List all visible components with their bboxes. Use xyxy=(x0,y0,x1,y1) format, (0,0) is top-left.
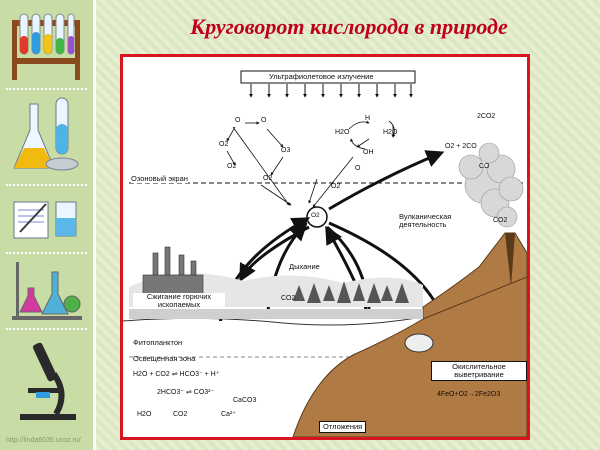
sidebar-divider xyxy=(6,184,87,186)
seafloor-slope xyxy=(292,276,527,437)
formula-o2-a: O2 xyxy=(219,141,229,148)
formula-h: H xyxy=(365,115,371,122)
puddle xyxy=(404,333,434,353)
formula-o-a: O xyxy=(235,117,241,124)
phytoplankton-label: Фитопланктон xyxy=(133,338,183,347)
factory xyxy=(142,246,204,296)
formula-co2-volcano: CO2 xyxy=(493,217,508,224)
formula-o3-a: O3 xyxy=(281,147,291,154)
formula-o2-plus-2co: O2 + 2CO xyxy=(445,143,477,150)
sidebar-divider xyxy=(6,88,87,90)
notebook-beaker-icon xyxy=(13,201,77,239)
flasks-stand-icon xyxy=(12,262,82,320)
forest xyxy=(293,281,409,303)
watermark-url: http://linda6035.ucoz.ru/ xyxy=(6,437,81,444)
equation-carbonate-2: 2HCO3⁻ ⇌ CO3²⁻ xyxy=(157,389,215,396)
formula-o2-d: O2 xyxy=(331,183,341,190)
volcano-label: Вулканическая деятельность xyxy=(399,212,452,229)
formula-caco3: CaCO3 xyxy=(233,397,257,404)
weathering-box: Окислительное выветривание xyxy=(431,361,527,381)
lit-zone-label: Освещенная зона xyxy=(133,354,196,363)
respiration-label: Дыхание xyxy=(289,262,320,271)
test-tube-rack-icon xyxy=(12,13,80,80)
volcano-smoke xyxy=(458,142,524,228)
weathering-label: Окислительное выветривание xyxy=(452,362,506,379)
uv-arrows xyxy=(249,84,413,98)
formula-h2o-a: H2O xyxy=(335,129,350,136)
oh-cycle-arrows xyxy=(348,120,396,150)
formula-2co2: 2CO2 xyxy=(477,113,496,120)
uv-label: Ультрафиолетовое излучение xyxy=(269,72,374,81)
formula-o-c: O xyxy=(355,165,361,172)
coast-strip xyxy=(129,309,423,319)
burning-label: Сжигание горючих ископаемых xyxy=(133,293,225,309)
o2-center-circle xyxy=(306,206,328,228)
o2-center-label: O2 xyxy=(311,212,320,219)
formula-h2o-b: H2O xyxy=(383,129,398,136)
ozone-label: Озоновый экран xyxy=(131,174,188,183)
microscope-icon xyxy=(20,342,76,420)
sidebar-divider xyxy=(6,252,87,254)
equation-weathering: 4FeO+O2→2Fe2O3 xyxy=(437,391,501,398)
formula-oh: OH xyxy=(363,149,374,156)
formula-ca: Ca²⁺ xyxy=(221,411,236,418)
flasks-icon xyxy=(13,97,79,171)
formula-o2-c: O2 xyxy=(263,175,273,182)
sediments-box: Отложения xyxy=(319,421,367,433)
equation-carbonate-1: H2O + CO2 ⇌ HCO3⁻ + H⁺ xyxy=(133,371,220,378)
formula-o-b: O xyxy=(261,117,267,124)
left-sidebar: http://linda6035.ucoz.ru/ xyxy=(0,0,96,450)
formula-co: CO xyxy=(479,163,490,170)
oxygen-cycle-illustration xyxy=(123,70,527,437)
formula-co2-land: CO2 xyxy=(281,295,296,302)
formula-o2-b: O2 xyxy=(227,163,237,170)
volcano-lava xyxy=(505,233,515,287)
sediments-label: Отложения xyxy=(323,422,363,431)
sidebar-divider xyxy=(6,328,87,330)
ozone-reaction-arrows xyxy=(226,121,395,208)
uv-box xyxy=(240,70,416,84)
diagram-frame: Ультрафиолетовое излучение Озоновый экра… xyxy=(120,54,530,440)
page-title: Круговорот кислорода в природе xyxy=(190,14,508,39)
formula-co2-c: CO2 xyxy=(173,411,188,418)
formula-h2o-c: H2O xyxy=(137,411,152,418)
